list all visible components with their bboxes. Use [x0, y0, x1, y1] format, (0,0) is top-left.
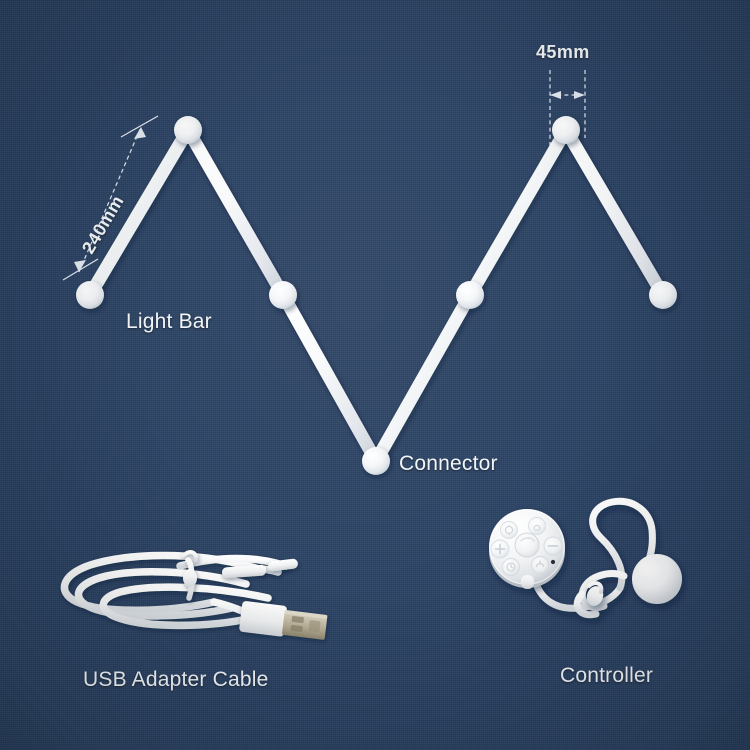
dim-45-arrow-right	[574, 91, 585, 99]
bar-valley-descend	[276, 288, 383, 468]
status-led	[550, 559, 556, 565]
usb-a-plug	[239, 601, 328, 640]
bar-right-fall	[559, 123, 670, 302]
controller-cable-loop-c	[573, 590, 600, 619]
cable-loop-third	[99, 583, 272, 630]
cable-loop-second	[74, 568, 250, 620]
bar-left-rise	[83, 123, 195, 302]
bar-valley-ascend	[369, 288, 477, 468]
usb-plug-shell	[239, 601, 287, 637]
controller-cable-loop-a	[589, 497, 656, 592]
dimension-45mm	[549, 70, 586, 148]
dimension-240mm	[62, 115, 159, 281]
connector-node-center-right	[456, 281, 484, 309]
connector-node-center-left	[269, 281, 297, 309]
light-bars-group	[83, 123, 670, 468]
label-connector: Connector	[399, 452, 498, 475]
color-mode-button[interactable]	[500, 521, 518, 539]
controller-cable-loop-b	[578, 570, 628, 611]
dim-240-tick-top	[120, 115, 159, 138]
power-button[interactable]	[531, 556, 549, 574]
label-controller: Controller	[560, 664, 654, 687]
receiver-module	[632, 554, 682, 604]
connector-node-bottom-valley	[362, 447, 390, 475]
connector-node-left-peak	[174, 116, 202, 144]
bar-right-rise	[463, 123, 573, 302]
cable-loop-outer	[60, 551, 266, 614]
label-dimension-240mm: 240mm	[78, 191, 128, 258]
label-usb-adapter-cable: USB Adapter Cable	[83, 668, 269, 691]
dim-240-arrow-bottom	[74, 260, 86, 272]
connector-node-left-base	[76, 281, 104, 309]
connector-node-right-base	[649, 281, 677, 309]
controller-cable-tie	[586, 581, 604, 606]
cable-inline-barrel	[222, 558, 298, 579]
controller-buttons-group[interactable]	[490, 517, 563, 576]
connector-node-right-peak	[552, 116, 580, 144]
label-light-bar: Light Bar	[126, 310, 212, 333]
dim-240-line	[78, 126, 142, 273]
cable-tie	[181, 550, 199, 601]
label-dimension-45mm: 45mm	[536, 42, 590, 62]
connector-nodes-group	[76, 116, 677, 475]
scene-button[interactable]	[528, 517, 546, 535]
dim-45-arrow-left	[550, 91, 561, 99]
dim-240-arrow-top	[134, 127, 146, 139]
bar-left-fall	[181, 123, 290, 302]
